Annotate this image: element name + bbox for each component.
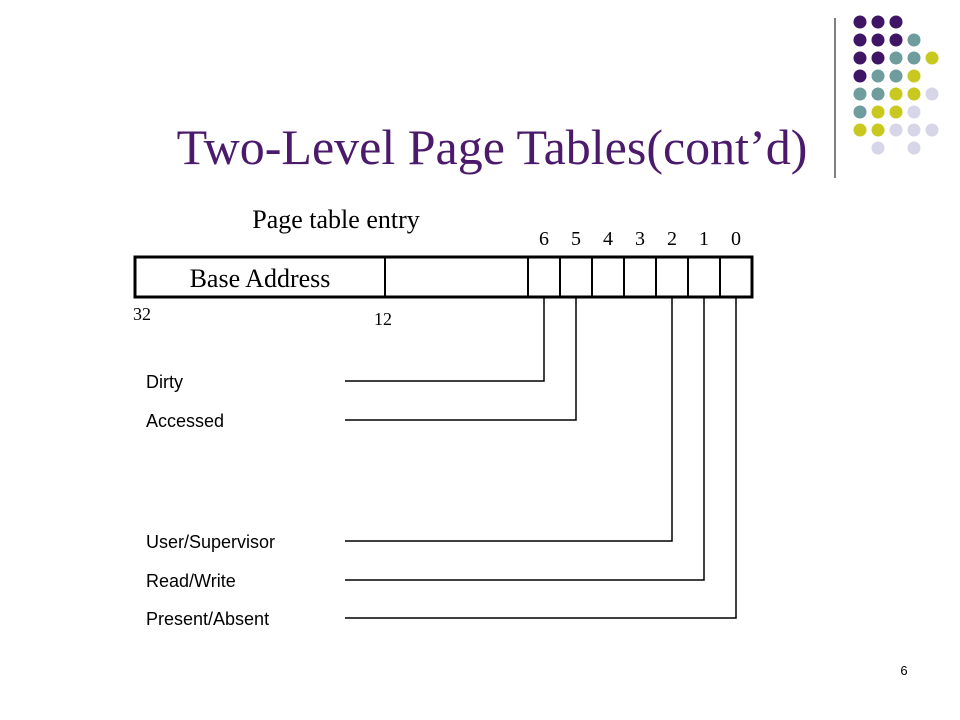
decorative-dot xyxy=(871,33,885,47)
decorative-dot xyxy=(853,87,867,101)
bit-label-2: 2 xyxy=(667,228,677,250)
range-left-label: 32 xyxy=(133,304,151,324)
decorative-dot xyxy=(889,33,903,47)
page-number: 6 xyxy=(900,663,907,678)
decorative-dot xyxy=(889,51,903,65)
decorative-dot xyxy=(907,87,921,101)
decorative-dot xyxy=(871,51,885,65)
connector-present-absent xyxy=(345,297,737,619)
connector-user-supervisor xyxy=(345,297,673,542)
bit-label-0: 0 xyxy=(731,228,741,250)
flag-label-user-supervisor: User/Supervisor xyxy=(146,532,275,552)
flag-label-dirty: Dirty xyxy=(146,372,183,392)
bit-number-labels: 6 5 4 3 2 1 0 xyxy=(539,228,741,250)
flag-label-accessed: Accessed xyxy=(146,411,224,431)
base-address-label: Base Address xyxy=(190,264,331,293)
entry-label: Page table entry xyxy=(252,205,420,234)
decorative-dot xyxy=(889,123,903,137)
range-right-label: 12 xyxy=(374,309,392,329)
decorative-dot xyxy=(907,69,921,83)
decorative-dot xyxy=(907,123,921,137)
flag-label-present-absent: Present/Absent xyxy=(146,609,269,629)
decorative-dot xyxy=(907,141,921,155)
decorative-dot xyxy=(907,105,921,119)
connector-read-write xyxy=(345,297,705,581)
decorative-dot xyxy=(853,51,867,65)
decorative-dot xyxy=(871,123,885,137)
flag-connectors xyxy=(345,297,737,619)
decorative-dot xyxy=(871,87,885,101)
bit-label-6: 6 xyxy=(539,228,549,250)
decorative-dot xyxy=(871,69,885,83)
decorative-dot xyxy=(925,123,939,137)
slide-title: Two-Level Page Tables(cont’d) xyxy=(177,119,808,175)
bit-label-5: 5 xyxy=(571,228,581,250)
register-outline xyxy=(133,255,754,299)
bit-label-3: 3 xyxy=(635,228,645,250)
connector-accessed xyxy=(345,297,577,421)
decorative-dot xyxy=(853,69,867,83)
decorative-dot xyxy=(853,105,867,119)
connector-dirty xyxy=(345,297,545,382)
decorative-dot xyxy=(871,141,885,155)
decorative-dot xyxy=(889,69,903,83)
page-table-entry-register xyxy=(133,255,754,299)
bit-label-4: 4 xyxy=(603,228,613,250)
decorative-dot xyxy=(871,105,885,119)
decorative-dot xyxy=(925,51,939,65)
decorative-dot xyxy=(907,33,921,47)
decorative-dot xyxy=(925,87,939,101)
decorative-dot-grid xyxy=(853,15,939,155)
decorative-dot xyxy=(853,33,867,47)
flag-label-read-write: Read/Write xyxy=(146,571,236,591)
decorative-dot xyxy=(889,15,903,29)
decorative-dot xyxy=(907,51,921,65)
bit-label-1: 1 xyxy=(699,228,709,250)
decorative-dot xyxy=(871,15,885,29)
decorative-dot xyxy=(853,123,867,137)
decorative-dot xyxy=(889,105,903,119)
decorative-dot xyxy=(889,87,903,101)
decorative-dot xyxy=(853,15,867,29)
flag-labels: Dirty Accessed User/Supervisor Read/Writ… xyxy=(146,372,275,629)
